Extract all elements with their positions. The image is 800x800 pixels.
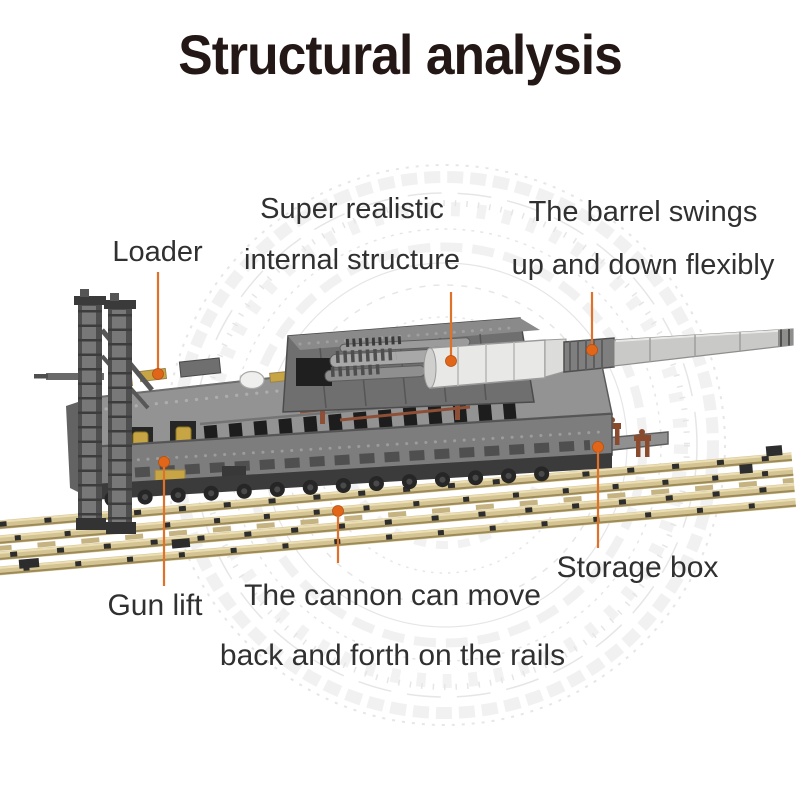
label-loader-text: Loader — [112, 236, 203, 268]
label-storage-box-text: Storage box — [556, 551, 719, 584]
label-barrel-line2: up and down flexibly — [511, 249, 775, 281]
railway-gun-model — [34, 289, 794, 534]
buffer-stop — [739, 463, 753, 474]
label-gun-lift: Gun lift — [75, 589, 235, 623]
label-cannon-line2: back and forth on the rails — [219, 639, 566, 672]
rail-clamp — [171, 538, 191, 549]
loader-cylinder — [239, 370, 265, 390]
gun-lift-towers — [34, 289, 154, 534]
cannon-move-leader — [332, 505, 344, 563]
crew-figure — [634, 429, 651, 457]
buffer-stop — [765, 445, 783, 457]
label-cannon-line1: The cannon can move — [244, 579, 541, 612]
loader-target-dot — [152, 368, 164, 380]
gun-lift-target-dot — [158, 456, 170, 468]
label-barrel-swing: The barrel swings up and down flexibly — [498, 186, 788, 292]
barrel-collar — [563, 337, 615, 373]
storage-box-leader — [592, 441, 604, 548]
cannon-move-target-dot — [332, 505, 344, 517]
label-loader: Loader — [60, 236, 255, 269]
label-cannon-move: The cannon can move back and forth on th… — [210, 566, 575, 686]
internal-structure-leader — [445, 292, 457, 367]
label-internal-line1: Super realistic — [260, 193, 444, 225]
label-gun-lift-text: Gun lift — [107, 589, 203, 622]
label-barrel-line1: The barrel swings — [528, 196, 758, 228]
label-internal-structure: Super realistic internal structure — [222, 184, 482, 286]
internal-structure-target-dot — [445, 355, 457, 367]
rail-clamp — [18, 558, 40, 569]
gun-barrel — [423, 328, 794, 389]
barrel-target-dot — [586, 344, 598, 356]
callout-leaders — [152, 272, 604, 586]
label-storage-box: Storage box — [540, 551, 735, 585]
muzzle — [778, 329, 793, 347]
loader-leader — [152, 272, 164, 380]
page-title: Structural analysis — [0, 22, 800, 87]
gun-lift-leader — [158, 456, 170, 586]
label-internal-line2: internal structure — [244, 244, 460, 276]
page-title-text: Structural analysis — [178, 23, 622, 86]
barrel-leader — [586, 292, 598, 356]
fork-arm — [46, 373, 104, 380]
storage-box-target-dot — [592, 441, 604, 453]
wheel-bogies — [92, 453, 612, 507]
railway-track — [0, 445, 797, 576]
